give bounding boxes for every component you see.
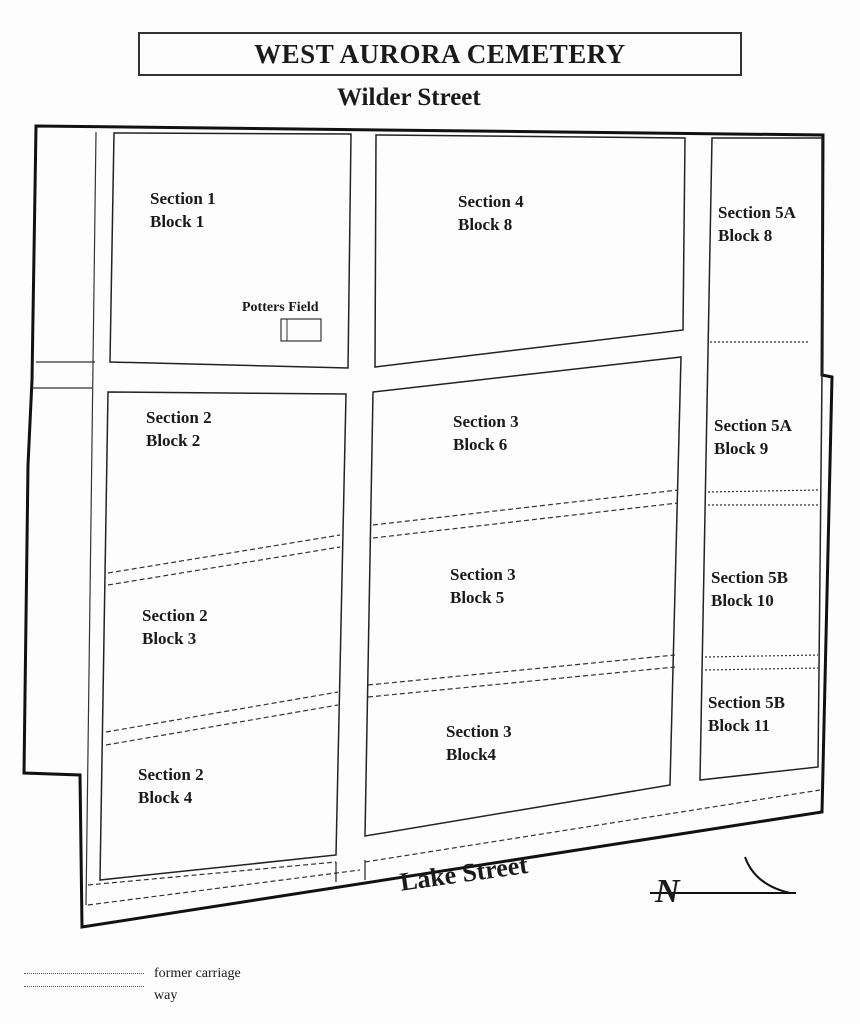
legend-line [24,986,144,987]
section-label: Section 1 Block 1 [150,187,216,233]
section-label: Section 5B Block 11 [708,691,785,737]
section-label: Section 3 Block4 [446,720,512,766]
block-name: Block 4 [138,788,193,807]
section-label: Section 3 Block 5 [450,563,516,609]
legend-text: way [154,988,178,1003]
section-label: Section 2 Block 3 [142,604,208,650]
north-arrow-label: N [655,873,680,910]
section-label: Section 4 Block 8 [458,190,524,236]
section-label: Section 5B Block 10 [711,566,788,612]
section-label: Section 2 Block 2 [146,406,212,452]
block-name: Block 5 [450,588,505,607]
block-name: Block 8 [458,215,513,234]
section-name: Section 5B [711,568,788,587]
section-label: Section 2 Block 4 [138,763,204,809]
section-name: Section 3 [453,412,519,431]
block-s1b1 [109,132,352,369]
section-name: Section 1 [150,189,216,208]
section-name: Section 2 [142,606,208,625]
block-name: Block 6 [453,435,508,454]
left-path-line [85,131,97,906]
section-label: Section 5A Block 8 [718,201,796,247]
potters-field-plot [280,318,322,342]
block-name: Block 9 [714,439,769,458]
section-name: Section 2 [146,408,212,427]
legend-text: former carriage [154,966,241,981]
section-name: Section 5A [714,416,792,435]
legend: former carriage way [154,963,241,1007]
section-label: Section 5A Block 9 [714,414,792,460]
block-column-3 [364,356,682,837]
block-s4b8 [374,134,686,368]
section-label: Section 3 Block 6 [453,410,519,456]
section-name: Section 5B [708,693,785,712]
block-name: Block 1 [150,212,205,231]
block-name: Block 3 [142,629,197,648]
wilder-street-label: Wilder Street [337,84,481,111]
carriage-way-lines [87,341,821,906]
block-name: Block 11 [708,716,770,735]
block-column-2 [99,391,347,881]
block-name: Block 10 [711,591,774,610]
block-name: Block4 [446,745,497,764]
block-column-5 [699,137,823,781]
legend-line [24,973,144,974]
map-title: WEST AURORA CEMETERY [138,32,742,76]
section-name: Section 3 [450,565,516,584]
section-name: Section 3 [446,722,512,741]
north-arrow-icon [650,856,796,894]
section-name: Section 5A [718,203,796,222]
section-name: Section 4 [458,192,524,211]
section-name: Section 2 [138,765,204,784]
block-name: Block 2 [146,431,201,450]
block-name: Block 8 [718,226,773,245]
potters-field-label: Potters Field [242,300,319,315]
